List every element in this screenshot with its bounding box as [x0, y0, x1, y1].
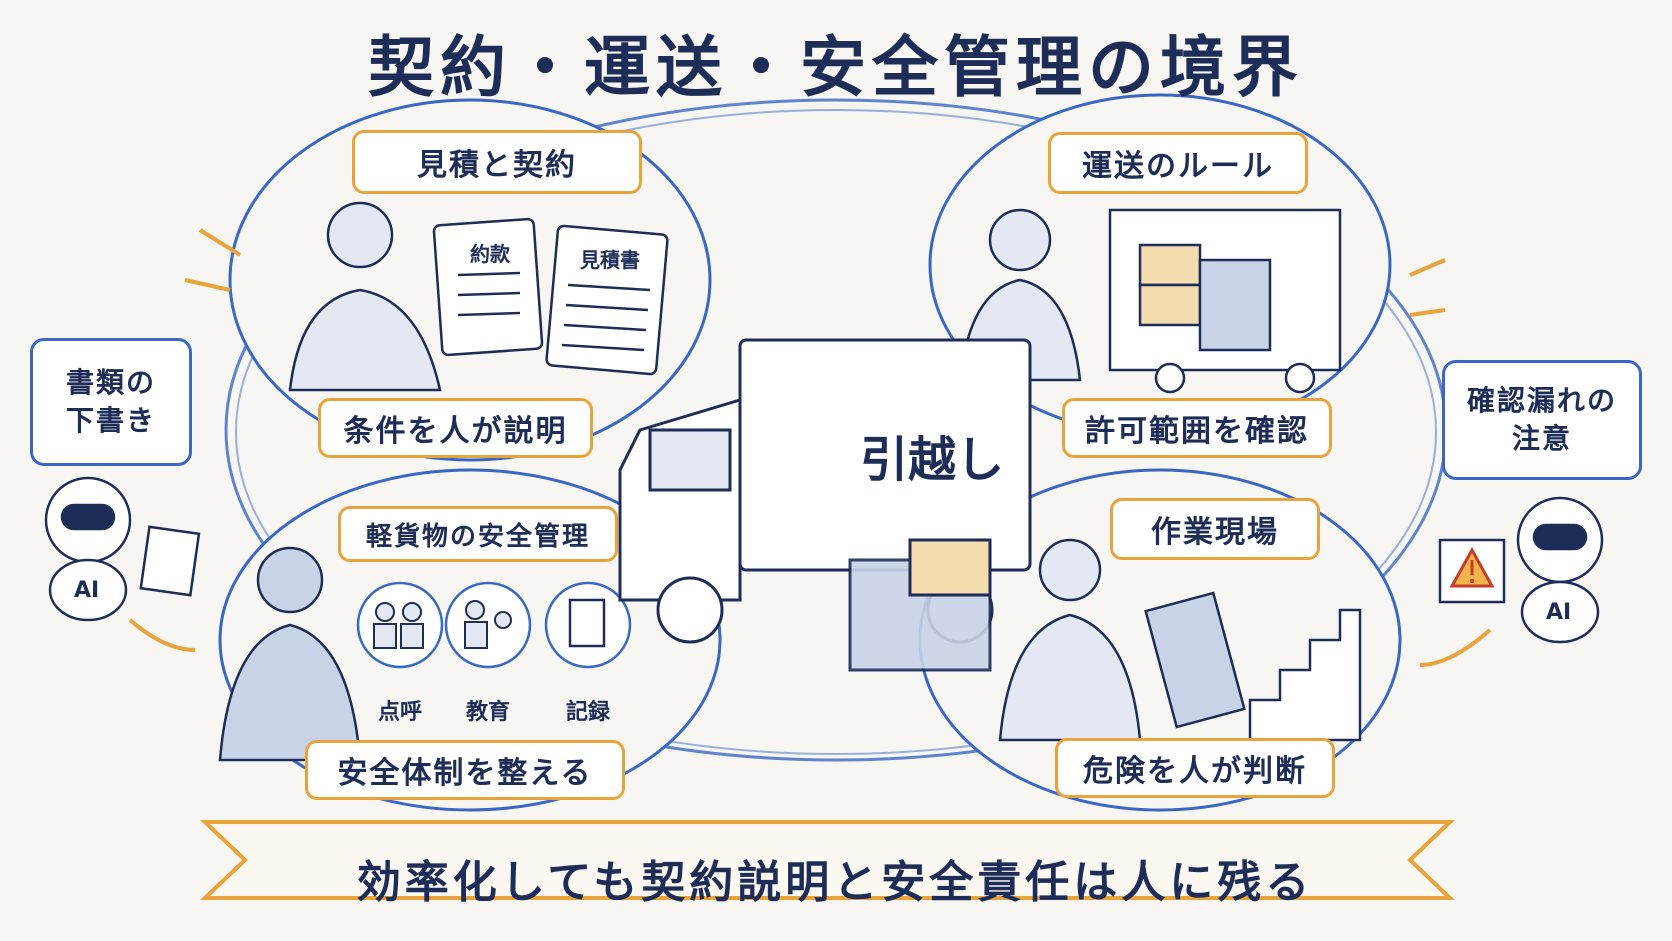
page-title: 契約・運送・安全管理の境界 — [368, 29, 1304, 106]
ai-right-speech-bubble: 確認漏れの 注意 — [1442, 360, 1642, 480]
terms-clipboard-icon — [432, 217, 544, 357]
safety-item-education: 教育 — [465, 700, 510, 725]
ai-right-bubble-line1: 確認漏れの — [1466, 384, 1617, 418]
contract-label: 見積と契約 — [352, 130, 642, 194]
outer-loop-ring-2 — [235, 109, 1437, 755]
contract-person-icon — [288, 201, 442, 392]
ai-right-badge: AI — [1546, 600, 1572, 625]
transport-label: 運送のルール — [1048, 132, 1308, 194]
safety-item-record: 記録 — [565, 700, 610, 725]
truck-label: 引越し — [860, 432, 1005, 488]
left-arrow-icon — [128, 618, 196, 652]
ai-left-badge: AI — [74, 578, 100, 603]
safety-caption: 安全体制を整える — [305, 740, 625, 800]
worksite-caption: 危険を人が判断 — [1055, 738, 1335, 798]
safety-item-roll-call: 点呼 — [377, 700, 422, 725]
transport-caption: 許可範囲を確認 — [1062, 398, 1332, 458]
contract-caption: 条件を人が説明 — [318, 398, 593, 458]
worksite-label: 作業現場 — [1110, 498, 1320, 560]
ai-left-speech-bubble: 書類の 下書き — [30, 338, 192, 466]
ai-robot-left-icon — [44, 476, 201, 622]
conclusion-banner: 効率化しても契約説明と安全責任は人に残る — [356, 857, 1314, 908]
truck-cargo-icon — [1108, 208, 1342, 394]
ai-left-bubble-line1: 書類の — [65, 366, 156, 400]
ai-right-bubble-line2: 注意 — [1511, 422, 1572, 455]
ai-left-bubble-line2: 下書き — [65, 404, 156, 437]
estimate-clipboard-icon — [545, 224, 669, 376]
terms-doc-title: 約款 — [470, 242, 510, 266]
moving-truck-icon — [618, 338, 1032, 672]
accent-marks — [184, 228, 1446, 317]
right-arrow-icon — [1419, 628, 1492, 667]
record-clipboard-icon — [544, 581, 632, 669]
stairs-icon — [1144, 591, 1362, 742]
estimate-doc-title: 見積書 — [580, 248, 640, 272]
safety-label: 軽貨物の安全管理 — [338, 506, 618, 562]
warning-icon — [1449, 546, 1495, 588]
banner-ribbon — [199, 820, 1456, 900]
safety-person-icon — [218, 546, 362, 762]
worksite-person-icon — [998, 538, 1142, 742]
